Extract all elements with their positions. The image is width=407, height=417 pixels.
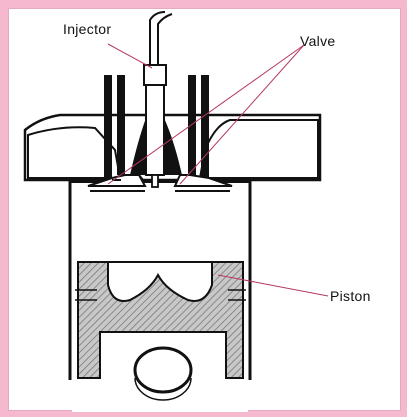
piston (72, 261, 248, 412)
piston-label: Piston (330, 288, 371, 304)
pointer-lines (107, 43, 329, 297)
left-valve (87, 75, 147, 192)
injector-label: Injector (63, 21, 112, 37)
injector (130, 11, 182, 188)
valve-label: Valve (300, 33, 336, 49)
